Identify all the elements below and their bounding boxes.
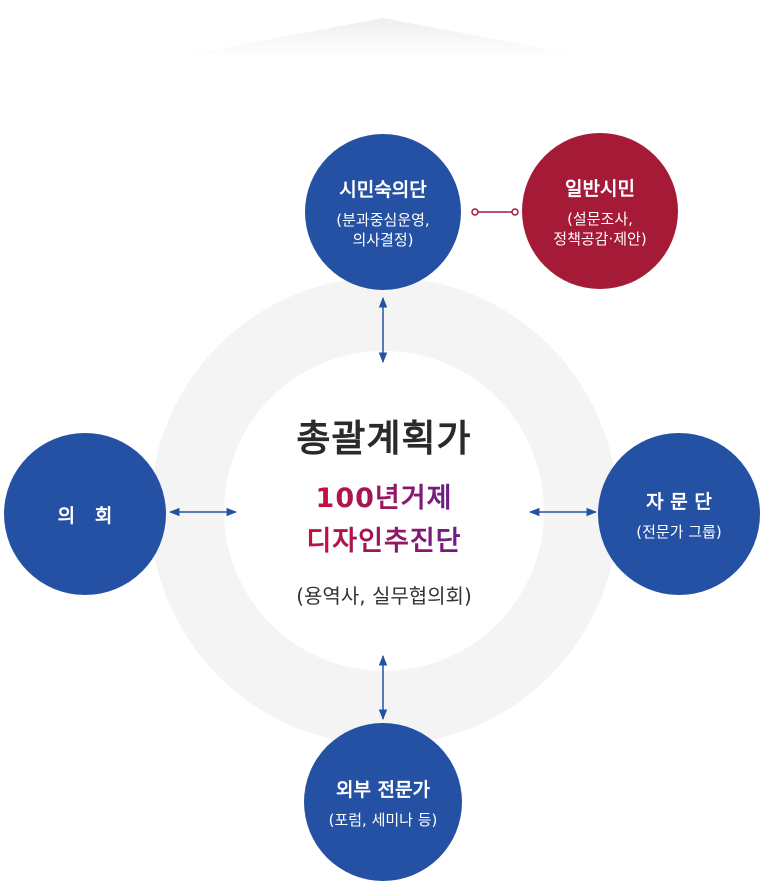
center-note: (용역사, 실무협의회) (296, 583, 472, 608)
citizen-council-desc: (분과중심운영, 의사결정) (336, 210, 429, 250)
inner-circle (224, 351, 544, 671)
node-advisory: 자 문 단 (전문가 그룹) (598, 433, 760, 595)
node-citizen-council: 시민숙의단 (분과중심운영, 의사결정) (305, 134, 461, 290)
general-citizen-desc-line2: 정책공감·제안) (553, 229, 647, 248)
general-citizen-title: 일반시민 (565, 177, 635, 200)
assembly-title: 의 회 (57, 504, 113, 527)
node-assembly: 의 회 (4, 433, 166, 595)
external-experts-desc: (포럼, 세미나 등) (328, 810, 438, 829)
link-dot-right (511, 208, 519, 216)
center-node: 총괄계획가 100년거제 디자인추진단 (용역사, 실무협의회) (224, 351, 544, 671)
link-dot-left (471, 208, 479, 216)
advisory-desc: (전문가 그룹) (636, 522, 722, 541)
citizen-council-title: 시민숙의단 (339, 178, 427, 201)
center-subtitle-line2: 디자인추진단 (306, 519, 461, 558)
general-citizen-desc: (설문조사, 정책공감·제안) (553, 209, 646, 249)
node-external-experts: 외부 전문가 (포럼, 세미나 등) (304, 723, 462, 881)
citizen-council-desc-line1: (분과중심운영, (336, 210, 430, 229)
citizen-council-desc-line2: 의사결정) (352, 230, 414, 249)
center-subtitle-line1: 100년거제 (316, 476, 453, 515)
center-title: 총괄계획가 (296, 416, 472, 460)
node-general-citizen: 일반시민 (설문조사, 정책공감·제안) (522, 133, 678, 289)
external-experts-title: 외부 전문가 (335, 778, 430, 801)
advisory-title: 자 문 단 (646, 490, 712, 513)
general-citizen-desc-line1: (설문조사, (567, 209, 633, 228)
